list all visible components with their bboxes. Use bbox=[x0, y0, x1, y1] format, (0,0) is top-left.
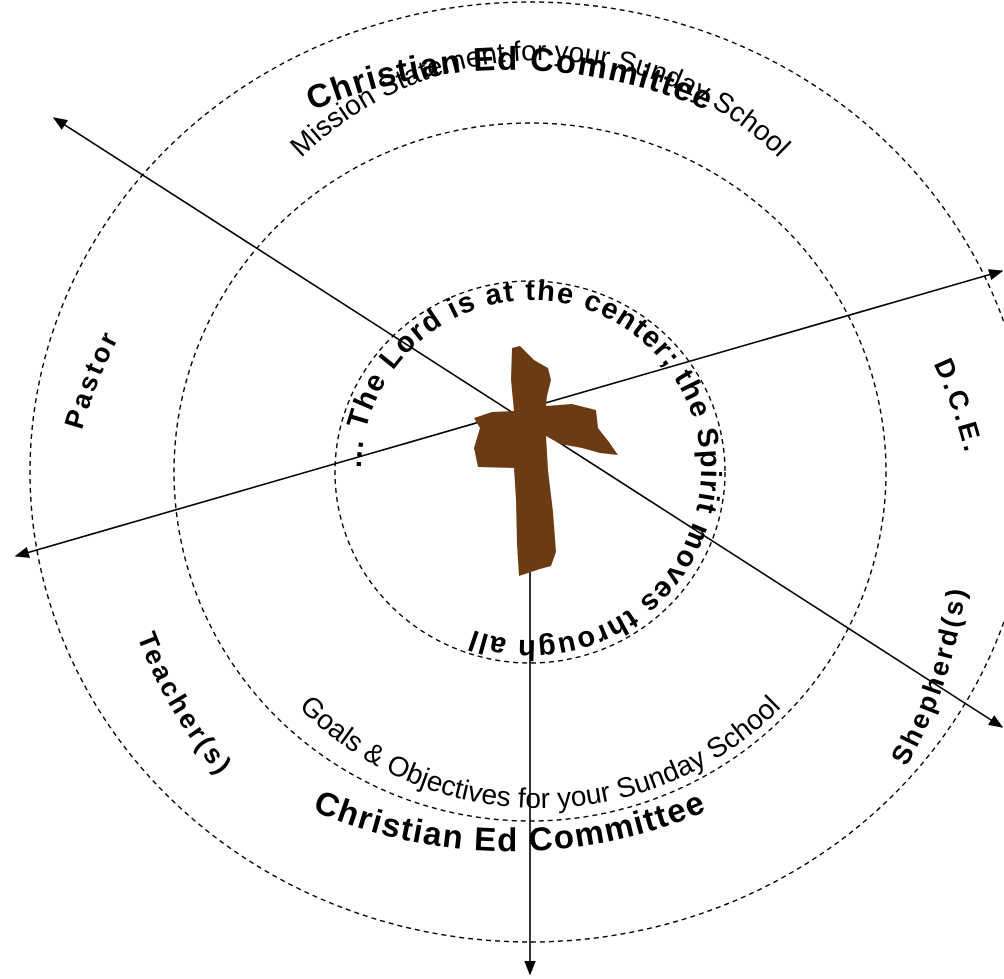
mission-statement-label: Mission Statement for your Sunday School bbox=[284, 35, 796, 162]
teachers-label-text: Teacher(s) bbox=[132, 628, 236, 782]
goals-objectives-label: Goals & Objectives for your Sunday Schoo… bbox=[294, 689, 786, 814]
pastor-label: Pastor bbox=[59, 325, 125, 432]
pastor-label-text: Pastor bbox=[59, 325, 122, 432]
shepherds-label: Shepherd(s) bbox=[885, 584, 971, 770]
dce-label-text: D.C.E. bbox=[928, 354, 986, 457]
dce-label: D.C.E. bbox=[928, 354, 989, 457]
goals-objectives-label-text: Goals & Objectives for your Sunday Schoo… bbox=[294, 689, 786, 814]
cross-icon bbox=[474, 346, 618, 576]
shepherds-label-text: Shepherd(s) bbox=[885, 584, 968, 770]
mission-statement-label-text: Mission Statement for your Sunday School bbox=[284, 35, 796, 162]
teachers-label: Teacher(s) bbox=[132, 628, 239, 782]
